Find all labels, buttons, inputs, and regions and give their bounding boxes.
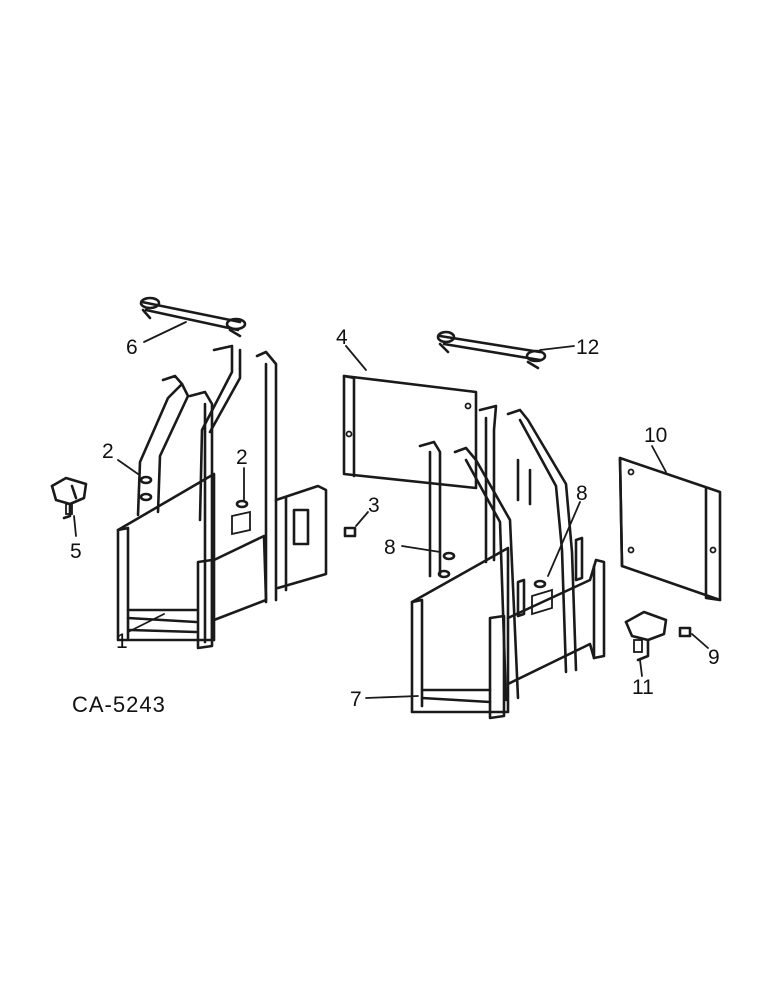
part-7-battery-box bbox=[410, 404, 606, 720]
callout-4: 4 bbox=[336, 326, 348, 349]
callout-2b: 2 bbox=[236, 446, 248, 469]
callout-10: 10 bbox=[644, 424, 667, 447]
callout-8b: 8 bbox=[576, 482, 588, 505]
part-10-panel bbox=[618, 456, 722, 602]
part-12-brace bbox=[436, 330, 547, 370]
part-4-shield bbox=[342, 374, 478, 490]
part-6-brace bbox=[139, 296, 247, 338]
callout-3: 3 bbox=[368, 494, 380, 517]
leader-lines bbox=[73, 321, 709, 699]
part-5-bracket bbox=[50, 476, 88, 520]
callout-9: 9 bbox=[708, 646, 720, 669]
callout-7: 7 bbox=[350, 688, 362, 711]
callout-12: 12 bbox=[576, 336, 599, 359]
callout-8a: 8 bbox=[384, 536, 396, 559]
part-9-nut bbox=[678, 626, 692, 638]
callout-6: 6 bbox=[126, 336, 138, 359]
part-11-clip bbox=[624, 610, 668, 662]
callout-1: 1 bbox=[116, 630, 128, 653]
callout-11: 11 bbox=[632, 676, 654, 699]
callout-2a: 2 bbox=[102, 440, 114, 463]
drawing-code: CA-5243 bbox=[72, 692, 166, 717]
part-1-battery-box bbox=[116, 344, 328, 650]
callout-5: 5 bbox=[70, 540, 82, 563]
part-3-nut bbox=[343, 526, 357, 538]
